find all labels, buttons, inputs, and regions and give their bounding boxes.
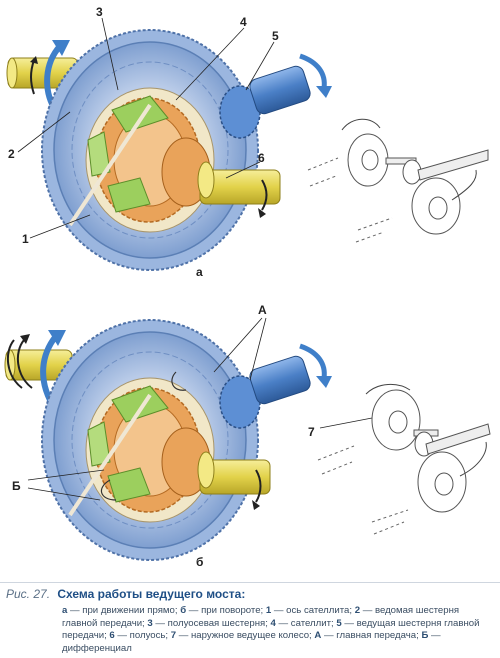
callout-5-a: 5 <box>272 29 279 43</box>
satellite-gears-b <box>87 385 169 503</box>
rotation-arrow-right-a <box>299 53 327 89</box>
callout-6-a: 6 <box>258 151 265 165</box>
left-half-axle-a <box>6 57 79 89</box>
rotation-arrow-right-b <box>299 343 327 379</box>
legend-entry: 7 — наружное ведущее колесо; <box>170 630 315 642</box>
callout-7-b: 7 <box>308 425 315 439</box>
callout-4-a: 4 <box>240 15 247 29</box>
drive-pinion-b <box>219 355 311 429</box>
rotation-arrow-left-b <box>40 334 59 402</box>
callout-3-a: 3 <box>96 5 103 19</box>
legend-entry: б — при повороте; <box>180 605 266 616</box>
legend-entry: 4 — сателлит; <box>270 617 337 629</box>
legend-entry: А — главная передача; <box>314 630 422 642</box>
figure-title: Схема работы ведущего моста: <box>57 587 246 601</box>
right-half-axle-b <box>161 427 271 497</box>
drive-axle-diagram: 1 2 3 4 5 6 а <box>4 5 491 569</box>
drive-pinion-a <box>219 65 311 139</box>
callout-differential-b: Б <box>12 479 21 493</box>
wheel-schematic-a <box>307 118 489 243</box>
legend-entry: 2 — ведомая шестерня главной передачи; <box>62 605 460 629</box>
right-half-axle-a <box>161 137 281 207</box>
subfigure-a-label: а <box>196 265 203 279</box>
callout-2-a: 2 <box>8 147 15 161</box>
caption-legend: а — при движении прямо; б — при повороте… <box>62 605 494 655</box>
satellite-axle-b <box>68 393 152 517</box>
legend-entry: а — при движении прямо; <box>62 605 181 616</box>
legend-entry: 6 — полуось; <box>109 630 171 642</box>
subfigure-a: 1 2 3 4 5 6 а <box>6 5 489 279</box>
figure-number: Рис. 27. <box>6 587 51 601</box>
legend-entry: 5 — ведущая шестерня главной передачи; <box>62 617 480 642</box>
left-half-axle-b <box>4 349 73 381</box>
wheel-schematic-b <box>317 384 491 535</box>
figure-caption: Рис. 27. Схема работы ведущего моста: а … <box>0 582 500 658</box>
subfigure-b-label: б <box>196 555 203 569</box>
callout-1-a: 1 <box>22 232 29 246</box>
satellite-axle-a <box>68 103 152 227</box>
legend-entry: 1 — ось сателлита; <box>265 605 355 616</box>
subfigure-b: А Б 7 б <box>4 303 491 569</box>
satellite-gears-a <box>87 95 169 213</box>
legend-entry: Б — дифференциал <box>62 630 441 654</box>
caption-heading: Рис. 27. Схема работы ведущего моста: <box>6 587 245 601</box>
callout-main-gear-b: А <box>258 303 267 317</box>
legend-entry: 3 — полуосевая шестерня; <box>147 617 271 629</box>
